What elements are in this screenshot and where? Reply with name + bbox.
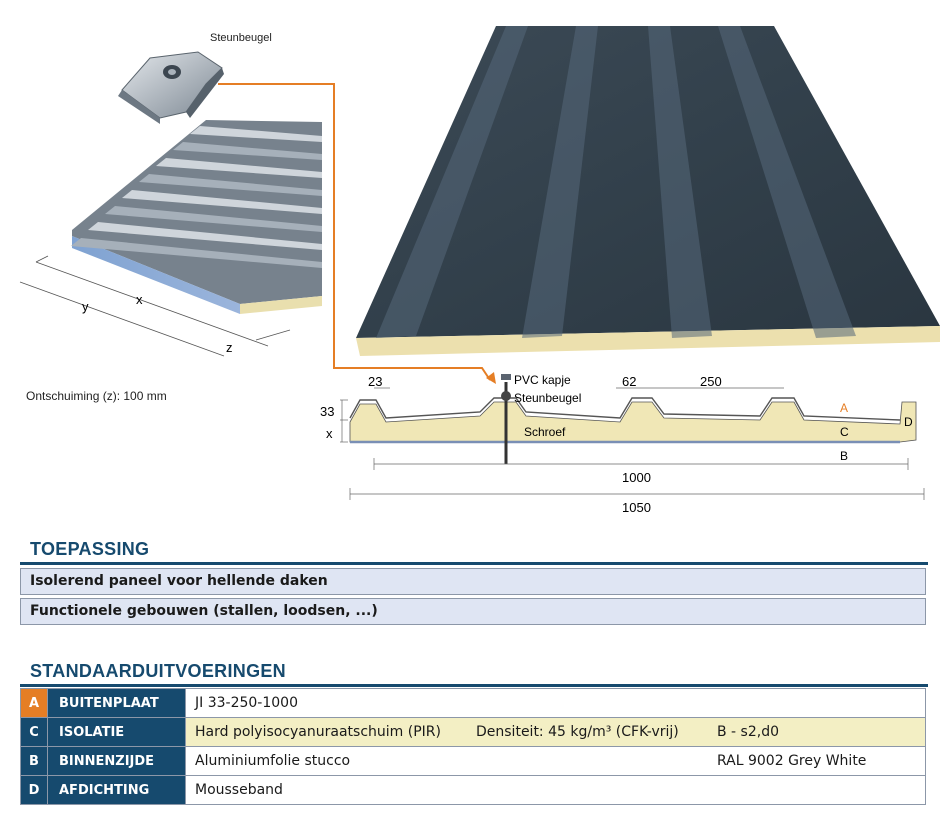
dim-1050-label: 1050	[622, 500, 651, 515]
panel-ribs	[71, 126, 322, 268]
spec-value-1: Hard polyisocyanuraatschuim (PIR)	[195, 723, 441, 740]
spec-category: ISOLATIE	[47, 717, 186, 747]
spec-value-3: B - s2,d0	[717, 723, 780, 740]
pvc-kapje-label: PVC kapje	[514, 373, 571, 387]
spec-letter: C	[20, 717, 48, 747]
spec-value: Aluminiumfolie stucco RAL 9002 Grey Whit…	[185, 746, 926, 776]
panel-dimension-lines	[19, 255, 291, 357]
panel-rib	[71, 238, 322, 268]
panel-rib	[88, 222, 322, 250]
standaard-rule	[20, 684, 928, 687]
toepassing-title: TOEPASSING	[30, 539, 150, 559]
panel-rib	[648, 26, 712, 338]
cross-section-diagram: 23 62 250 33 x PVC kapje Steunbeugel Sch…	[320, 373, 925, 515]
ontschuiming-note: Ontschuiming (z): 100 mm	[26, 389, 167, 403]
dim-x-label: x	[136, 292, 143, 307]
panel-rib	[105, 206, 322, 232]
schroef-label: Schroef	[524, 425, 566, 439]
dim-z-label: z	[226, 340, 233, 355]
dim-x-section-label: x	[326, 426, 333, 441]
section-dimension-lines	[340, 387, 925, 500]
spec-category: BUITENPLAAT	[47, 688, 186, 718]
layer-b-label: B	[840, 449, 848, 463]
layer-d-label: D	[904, 415, 913, 429]
toepassing-row: Functionele gebouwen (stallen, loodsen, …	[20, 598, 926, 625]
panel-rib	[139, 174, 322, 196]
screw-icon	[501, 374, 511, 464]
spec-row-afdichting: D AFDICHTING Mousseband	[20, 775, 926, 805]
dim-33-label: 33	[320, 404, 334, 419]
panel-rib	[122, 190, 322, 214]
callout-connector	[218, 83, 496, 384]
dim-62-label: 62	[622, 374, 636, 389]
spec-row-binnenzijde: B BINNENZIJDE Aluminiumfolie stucco RAL …	[20, 746, 926, 776]
standaard-title: STANDAARDUITVOERINGEN	[30, 661, 286, 681]
spec-letter: D	[20, 775, 48, 805]
roof-panel-illustration	[356, 26, 940, 356]
spec-row-buitenplaat: A BUITENPLAAT JI 33-250-1000	[20, 688, 926, 718]
spec-category: BINNENZIJDE	[47, 746, 186, 776]
layer-c-label: C	[840, 425, 849, 439]
spec-table: A BUITENPLAAT JI 33-250-1000 C ISOLATIE …	[20, 688, 926, 805]
panel-rib	[718, 26, 856, 338]
spec-value-1: Mousseband	[195, 781, 283, 798]
spec-value-2: Densiteit: 45 kg/m³ (CFK-vrij)	[476, 723, 679, 740]
spec-value: Mousseband	[185, 775, 926, 805]
spec-value-1: JI 33-250-1000	[195, 694, 298, 711]
panel-detail-illustration: x y z	[19, 51, 322, 357]
spec-value-3: RAL 9002 Grey White	[717, 752, 867, 769]
dim-250-label: 250	[700, 374, 722, 389]
spec-value: JI 33-250-1000	[185, 688, 926, 718]
dim-23-label: 23	[368, 374, 382, 389]
toepassing-row: Isolerend paneel voor hellende daken	[20, 568, 926, 595]
spec-row-isolatie: C ISOLATIE Hard polyisocyanuraatschuim (…	[20, 717, 926, 747]
panel-rib	[173, 142, 322, 160]
spec-letter: A	[20, 688, 48, 718]
panel-rib	[376, 26, 528, 338]
dim-y-label: y	[82, 299, 89, 314]
spec-letter: B	[20, 746, 48, 776]
layer-a-label: A	[840, 401, 848, 415]
section-profile	[349, 397, 917, 444]
dim-1000-label: 1000	[622, 470, 651, 485]
steunbeugel-bracket-icon	[118, 51, 224, 124]
panel-rib	[156, 158, 322, 178]
steunbeugel-label: Steunbeugel	[210, 32, 272, 44]
spec-value-1: Aluminiumfolie stucco	[195, 752, 351, 769]
panel-rib	[190, 126, 322, 142]
toepassing-rule	[20, 562, 928, 565]
panel-rib	[522, 26, 598, 338]
steunbeugel-section-label: Steunbeugel	[514, 391, 581, 405]
spec-category: AFDICHTING	[47, 775, 186, 805]
spec-value: Hard polyisocyanuraatschuim (PIR) Densit…	[185, 717, 926, 747]
